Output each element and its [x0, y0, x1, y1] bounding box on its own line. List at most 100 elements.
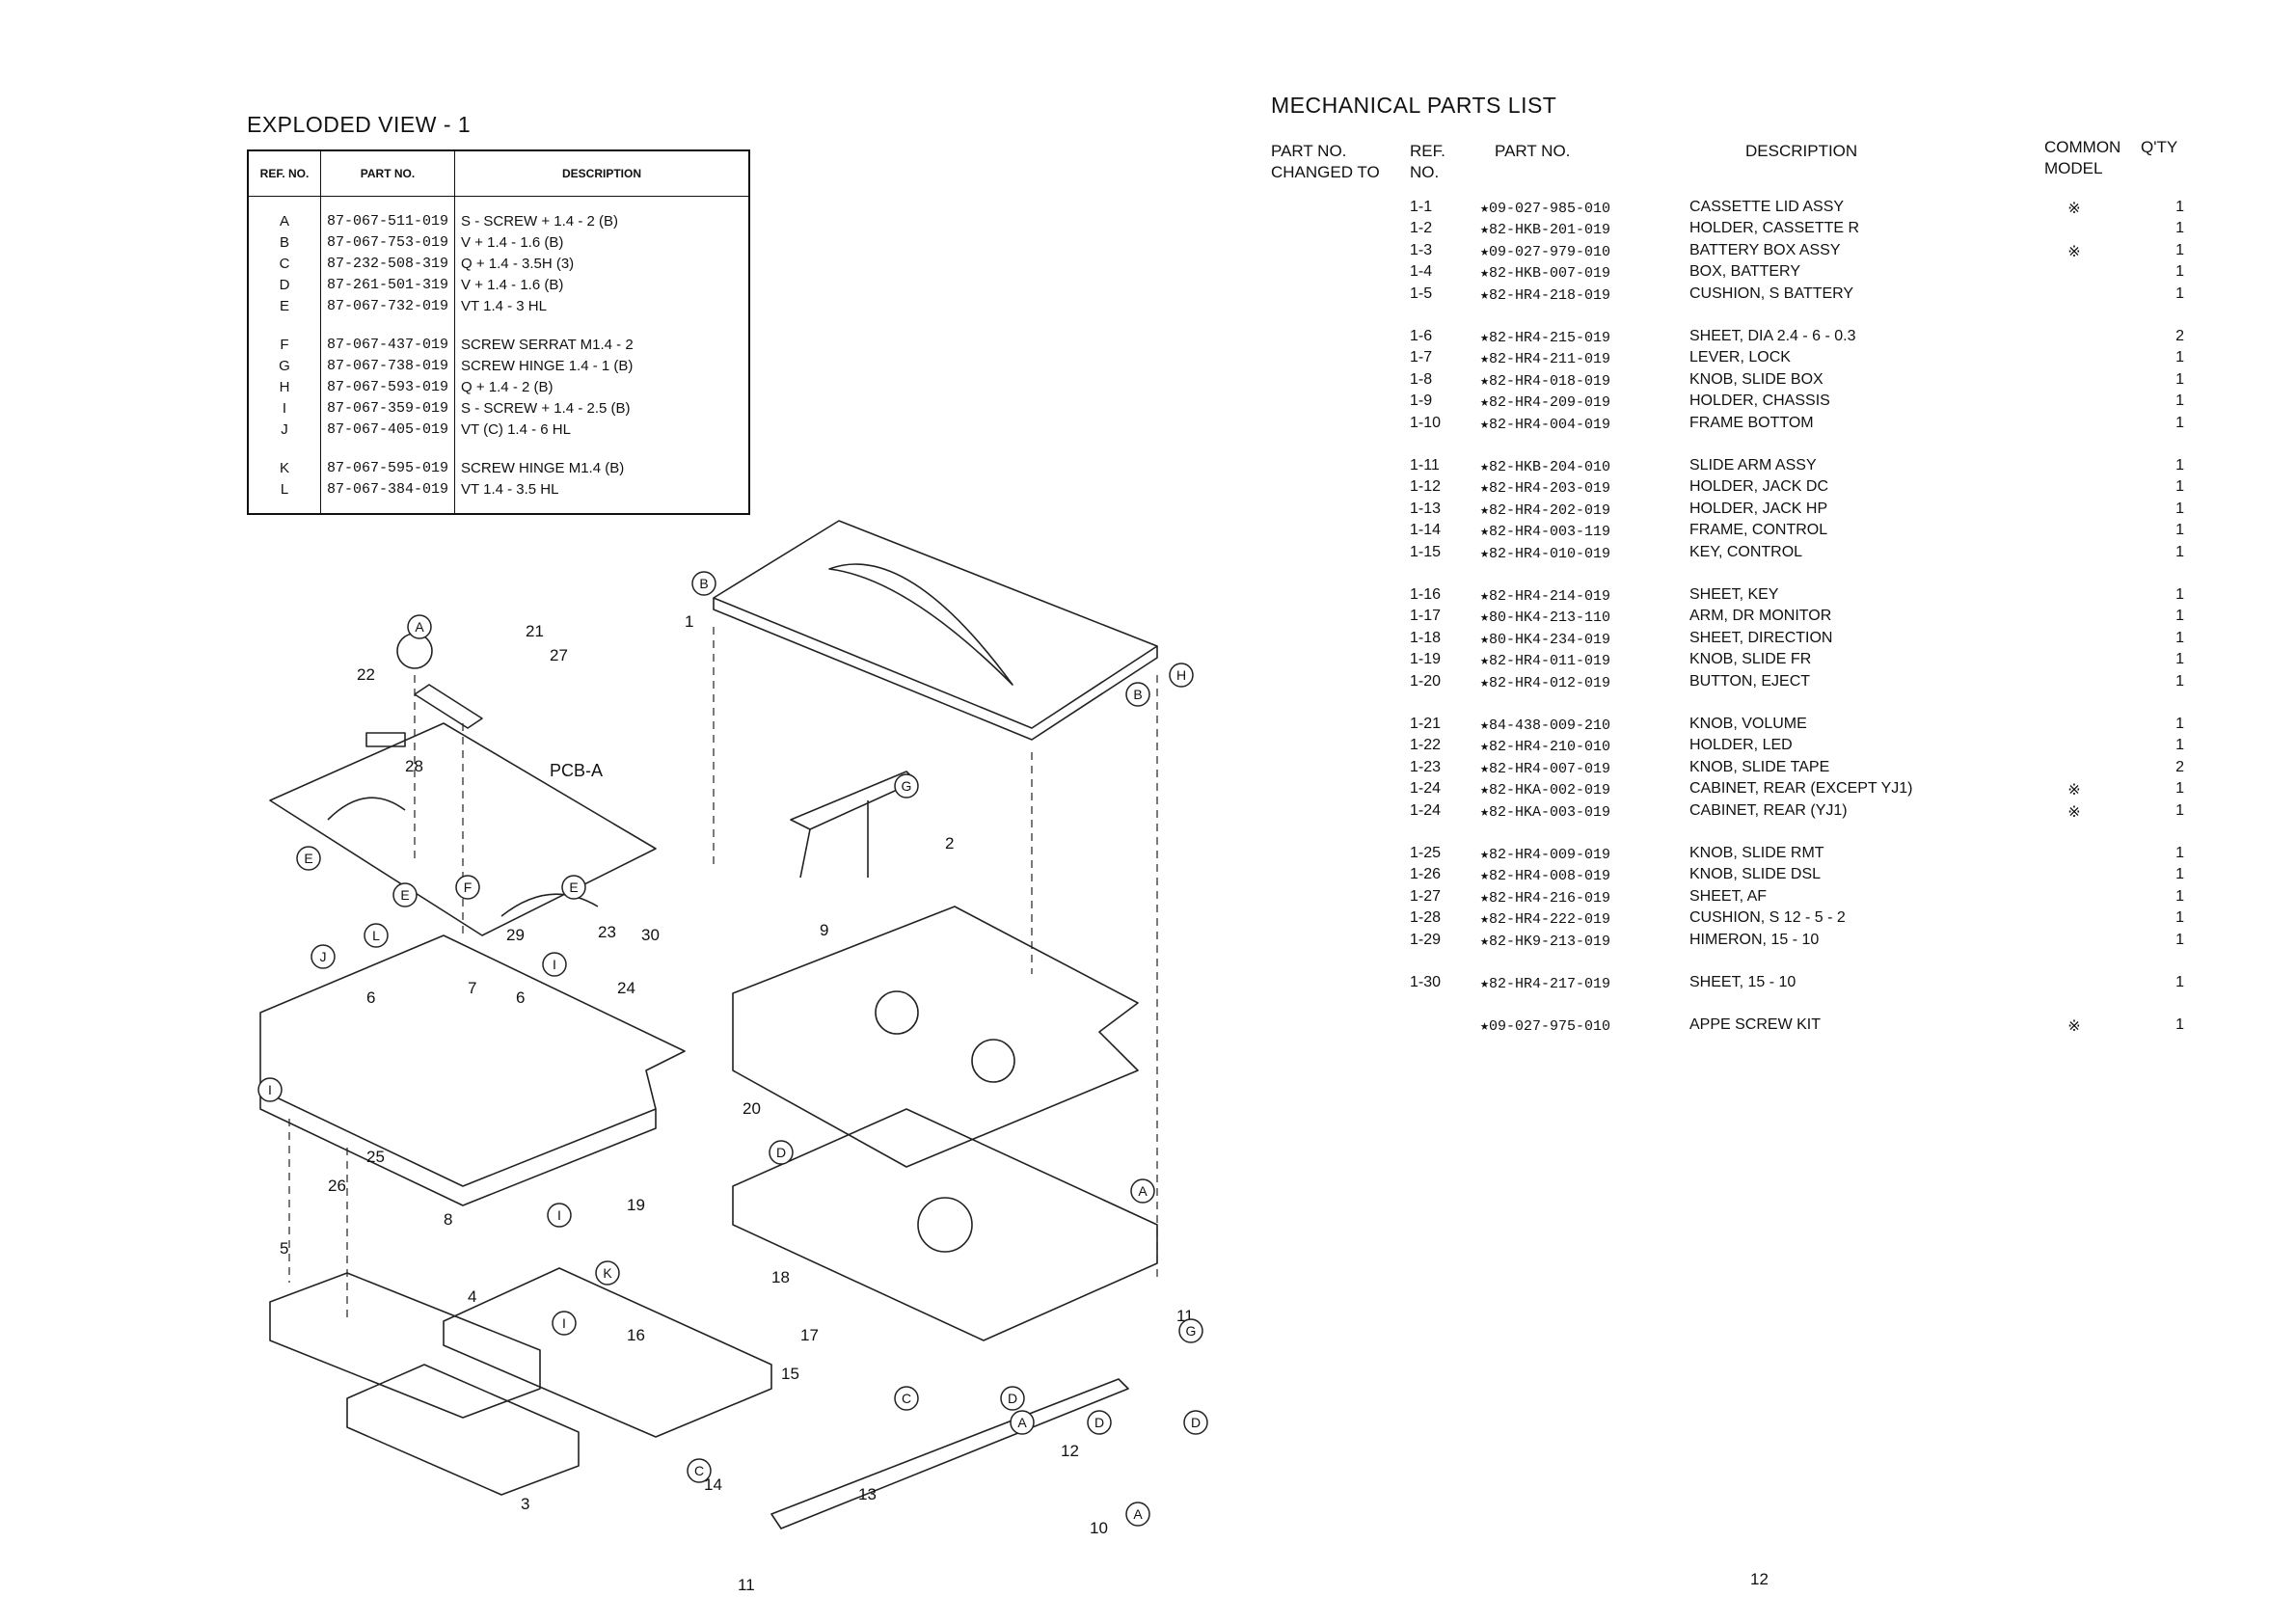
screw-desc-cell: Q + 1.4 - 3.5H (3): [454, 253, 750, 274]
part-part: ★82-HKB-201-019: [1480, 222, 1611, 239]
screw-ref-marker-letter: I: [268, 1082, 272, 1097]
screw-ref-marker: G: [1178, 1318, 1203, 1343]
part-number-label: 13: [858, 1485, 877, 1503]
part-common: ※: [2067, 803, 2081, 821]
screw-ref-marker-circle: [595, 1260, 620, 1286]
screw-ref-marker-letter: B: [699, 576, 708, 591]
part-ref: 1-20: [1410, 672, 1442, 690]
screw-ref-marker-letter: I: [562, 1315, 566, 1331]
part-qty: 1: [2175, 801, 2184, 819]
screw-ref-marker-circle: [407, 614, 432, 639]
screw-part-cell: 87-067-595-019: [319, 440, 456, 478]
screw-ref-marker: A: [407, 614, 432, 639]
part-desc: HOLDER, CASSETTE R: [1689, 220, 1860, 237]
part-desc: SLIDE ARM ASSY: [1689, 457, 1817, 474]
screw-ref-marker-circle: [894, 1386, 919, 1411]
part-qty: 1: [2175, 522, 2184, 539]
part-qty: 1: [2175, 284, 2184, 302]
screw-ref-marker: H: [1169, 663, 1194, 688]
screw-ref-marker-letter: F: [464, 880, 473, 895]
part-number-label: 16: [627, 1326, 645, 1344]
screw-ref-marker-letter: D: [1094, 1415, 1104, 1430]
screw-ref-marker: D: [1183, 1410, 1208, 1435]
part-ref: 1-14: [1410, 522, 1442, 539]
screw-ref-marker-circle: [1000, 1386, 1025, 1411]
chassis-reel-hole-right: [971, 1039, 1015, 1083]
part-part: ★82-HR4-007-019: [1480, 760, 1611, 777]
part-desc: FRAME BOTTOM: [1689, 414, 1814, 431]
screw-ref-marker: B: [1125, 682, 1150, 707]
screw-ref-marker-circle: [547, 1203, 572, 1228]
part-ref: 1-27: [1410, 887, 1442, 905]
screw-desc-cell: VT (C) 1.4 - 6 HL: [454, 419, 750, 440]
part-number-label: 20: [743, 1099, 761, 1118]
screw-ref-marker: B: [691, 571, 716, 596]
part-part: ★82-HR4-209-019: [1480, 394, 1611, 412]
header-changed-line1: PART NO.: [1271, 142, 1347, 160]
screw-ref-marker-letter: B: [1133, 687, 1142, 702]
part-number-label: 26: [328, 1177, 346, 1195]
screw-ref-marker: E: [392, 882, 418, 907]
pcb-component: [365, 732, 406, 747]
part-desc: SHEET, DIA 2.4 - 6 - 0.3: [1689, 328, 1856, 344]
screw-ref-marker-circle: [769, 1140, 794, 1165]
page-number-left: 11: [738, 1576, 755, 1594]
part-number-label: 6: [516, 988, 525, 1007]
part-qty: 1: [2175, 199, 2184, 215]
part-part: ★82-HKB-204-010: [1480, 459, 1611, 475]
part-qty: 1: [2175, 543, 2184, 560]
screw-ref-marker-letter: G: [1186, 1323, 1197, 1339]
part-part: ★09-027-979-010: [1480, 243, 1611, 260]
screw-ref-marker: A: [1130, 1178, 1155, 1204]
screw-ref-marker-circle: [311, 944, 336, 969]
screw-ref-marker-circle: [364, 923, 389, 948]
part-desc: CUSHION, S BATTERY: [1689, 284, 1854, 302]
page-left: EXPLODED VIEW - 1 REF. NO. PART NO. DESC…: [247, 112, 1208, 1594]
part-qty: 1: [2175, 478, 2184, 496]
screw-desc-cell: S - SCREW + 1.4 - 2.5 (B): [454, 397, 750, 419]
screw-desc-cell: VT 1.4 - 3.5 HL: [454, 478, 750, 514]
screw-ref-marker-circle: [392, 882, 418, 907]
screw-part-cell: 87-067-359-019: [319, 397, 456, 419]
part-qty: 1: [2175, 241, 2184, 258]
screw-ref-marker: C: [894, 1386, 919, 1411]
screw-ref-marker-circle: [1125, 1502, 1150, 1527]
part-number-label: 25: [366, 1148, 385, 1166]
screw-ref-cell: K: [247, 440, 321, 478]
part-desc: SHEET, AF: [1689, 887, 1768, 905]
screw-ref-marker-letter: C: [902, 1391, 911, 1406]
part-part: ★82-HK9-213-019: [1480, 933, 1611, 950]
part-ref: 1-1: [1410, 199, 1433, 215]
part-ref: 1-24: [1410, 780, 1442, 798]
screw-part-cell: 87-067-593-019: [319, 376, 456, 397]
part-number-label: 22: [357, 665, 375, 684]
leader-line-set-1: [713, 627, 1158, 1283]
part-part: ★82-HR4-202-019: [1480, 501, 1611, 519]
screw-ref-marker-letter: I: [557, 1207, 561, 1223]
header-ref: REF. NO.: [247, 149, 321, 197]
part-part: ★80-HK4-234-019: [1480, 631, 1611, 648]
part-number-label: 27: [550, 646, 568, 664]
screw-ref-marker: A: [1010, 1410, 1035, 1435]
screw-ref-marker-circle: [296, 846, 321, 871]
part-desc: KEY, CONTROL: [1689, 543, 1803, 560]
screw-ref-cell: J: [247, 419, 321, 440]
part-number-label: 14: [704, 1475, 722, 1494]
page-number-right: 12: [1750, 1570, 1769, 1588]
part-common: ※: [2067, 243, 2081, 260]
frame-control-edge: [259, 1090, 657, 1206]
screw-ref-marker: E: [561, 875, 586, 900]
screw-ref-marker-circle: [1087, 1410, 1112, 1435]
part-desc: CABINET, REAR (YJ1): [1689, 801, 1848, 819]
screw-part-cell: 87-067-738-019: [319, 355, 456, 376]
part-ref: 1-25: [1410, 845, 1442, 861]
